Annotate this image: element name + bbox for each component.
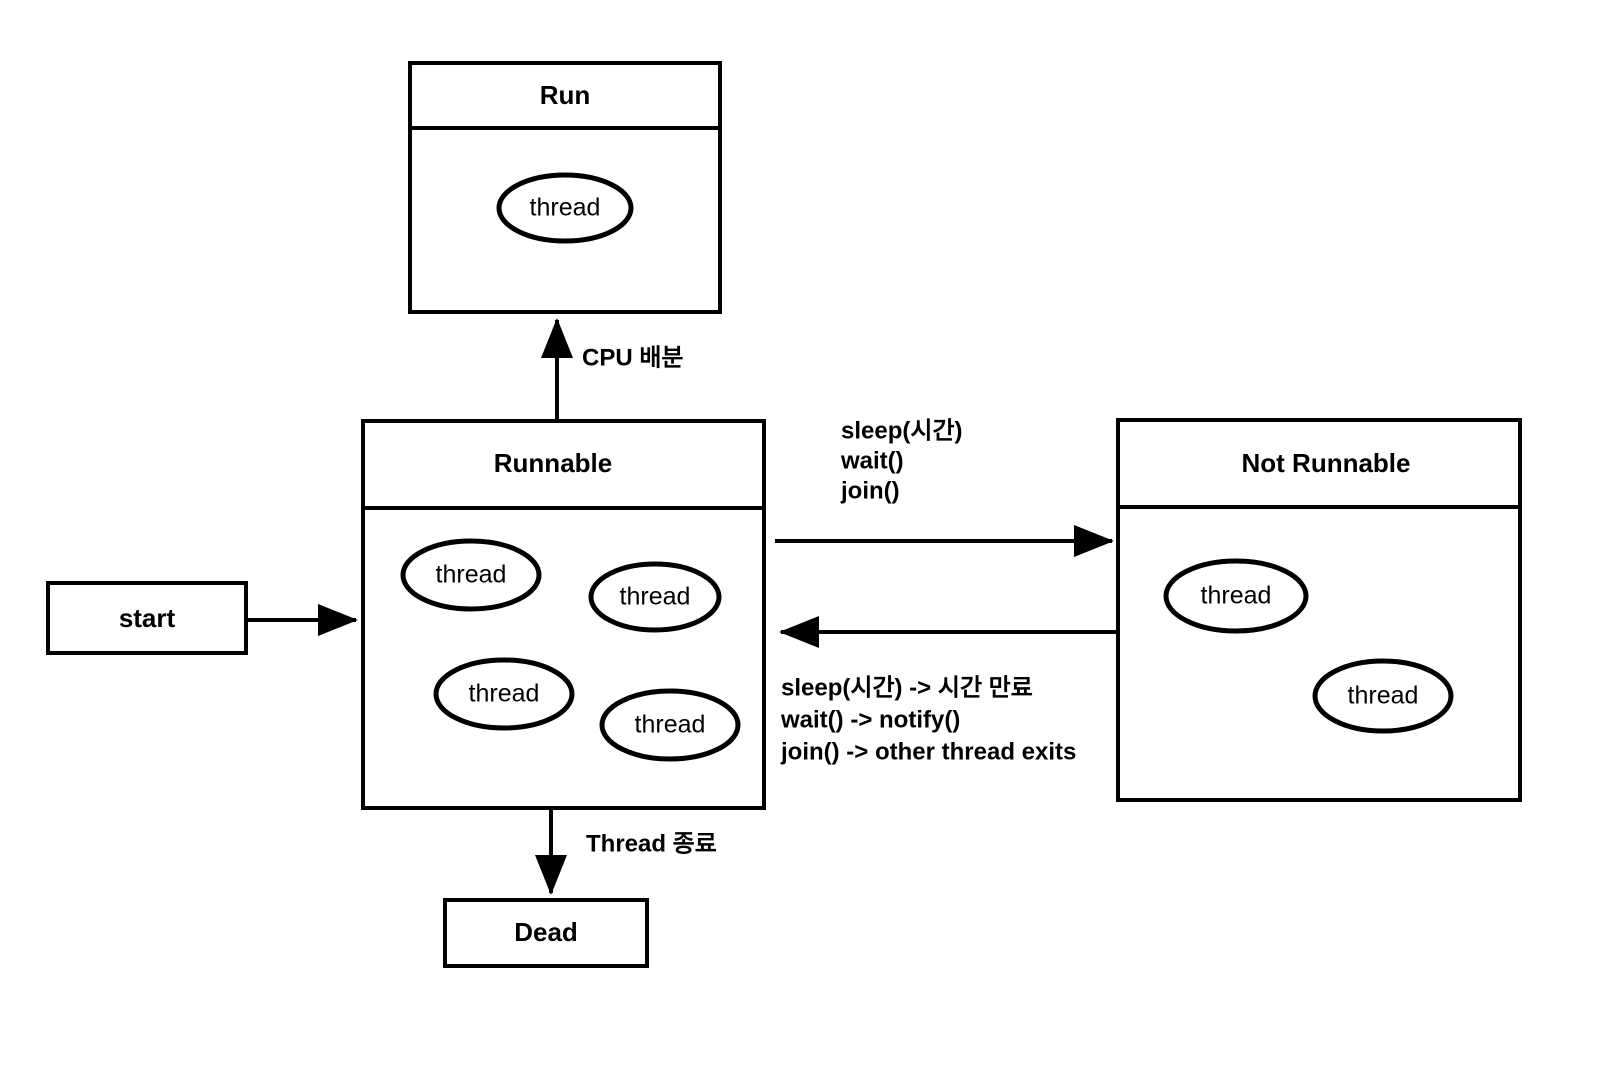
dead-box-label: Dead — [514, 917, 578, 947]
label-sleep-expired: sleep(시간) -> 시간 만료 — [781, 674, 1033, 701]
runnable-thread-group-2: thread — [588, 561, 722, 633]
runnable-thread-group-3: thread — [433, 657, 575, 731]
thread-ellipse-label: thread — [1201, 582, 1272, 610]
state-box-runnable[interactable]: Runnable thread thread thread thread — [361, 419, 766, 810]
thread-ellipse[interactable] — [588, 561, 722, 633]
label-join: join() — [840, 477, 900, 504]
start-box-outline — [46, 581, 248, 655]
transition-not-runnable-to-runnable: sleep(시간) -> 시간 만료 wait() -> notify() jo… — [779, 616, 1118, 765]
start-box-label: start — [119, 603, 176, 633]
not-runnable-box-title: Not Runnable — [1242, 448, 1411, 478]
runnable-thread-group-1: thread — [400, 538, 542, 612]
dead-box-outline — [443, 898, 649, 968]
state-box-dead[interactable]: Dead — [443, 898, 649, 968]
label-wait: wait() — [840, 447, 904, 474]
label-join-exits: join() -> other thread exits — [780, 738, 1076, 765]
transition-runnable-to-not-runnable: sleep(시간) wait() join() — [775, 417, 1114, 557]
label-thread-terminate: Thread 종료 — [586, 830, 717, 857]
state-box-run[interactable]: Run thread — [408, 61, 722, 314]
run-box-title: Run — [540, 80, 591, 110]
thread-ellipse-label: thread — [620, 583, 691, 611]
transition-runnable-to-run: CPU 배분 — [541, 318, 684, 421]
thread-ellipse-label: thread — [1348, 682, 1419, 710]
thread-ellipse[interactable] — [1312, 658, 1454, 734]
transition-runnable-to-dead: Thread 종료 — [535, 808, 717, 895]
thread-ellipse-label: thread — [469, 680, 540, 708]
runnable-box-title: Runnable — [494, 448, 612, 478]
run-thread-group: thread — [496, 172, 634, 244]
not-runnable-thread-group-1: thread — [1163, 558, 1309, 634]
thread-ellipse[interactable] — [433, 657, 575, 731]
state-box-start[interactable]: start — [46, 581, 248, 655]
not-runnable-thread-group-2: thread — [1312, 658, 1454, 734]
label-cpu-allocation: CPU 배분 — [582, 344, 684, 371]
thread-ellipse[interactable] — [1163, 558, 1309, 634]
thread-ellipse-label: thread — [635, 711, 706, 739]
thread-ellipse-label: thread — [436, 561, 507, 589]
thread-ellipse[interactable] — [400, 538, 542, 612]
runnable-thread-group-4: thread — [599, 688, 741, 762]
label-wait-notify: wait() -> notify() — [780, 706, 960, 733]
label-sleep-time: sleep(시간) — [841, 417, 963, 444]
thread-ellipse[interactable] — [599, 688, 741, 762]
thread-ellipse-label: thread — [530, 194, 601, 222]
state-box-not-runnable[interactable]: Not Runnable thread thread — [1116, 418, 1522, 802]
thread-ellipse[interactable] — [496, 172, 634, 244]
